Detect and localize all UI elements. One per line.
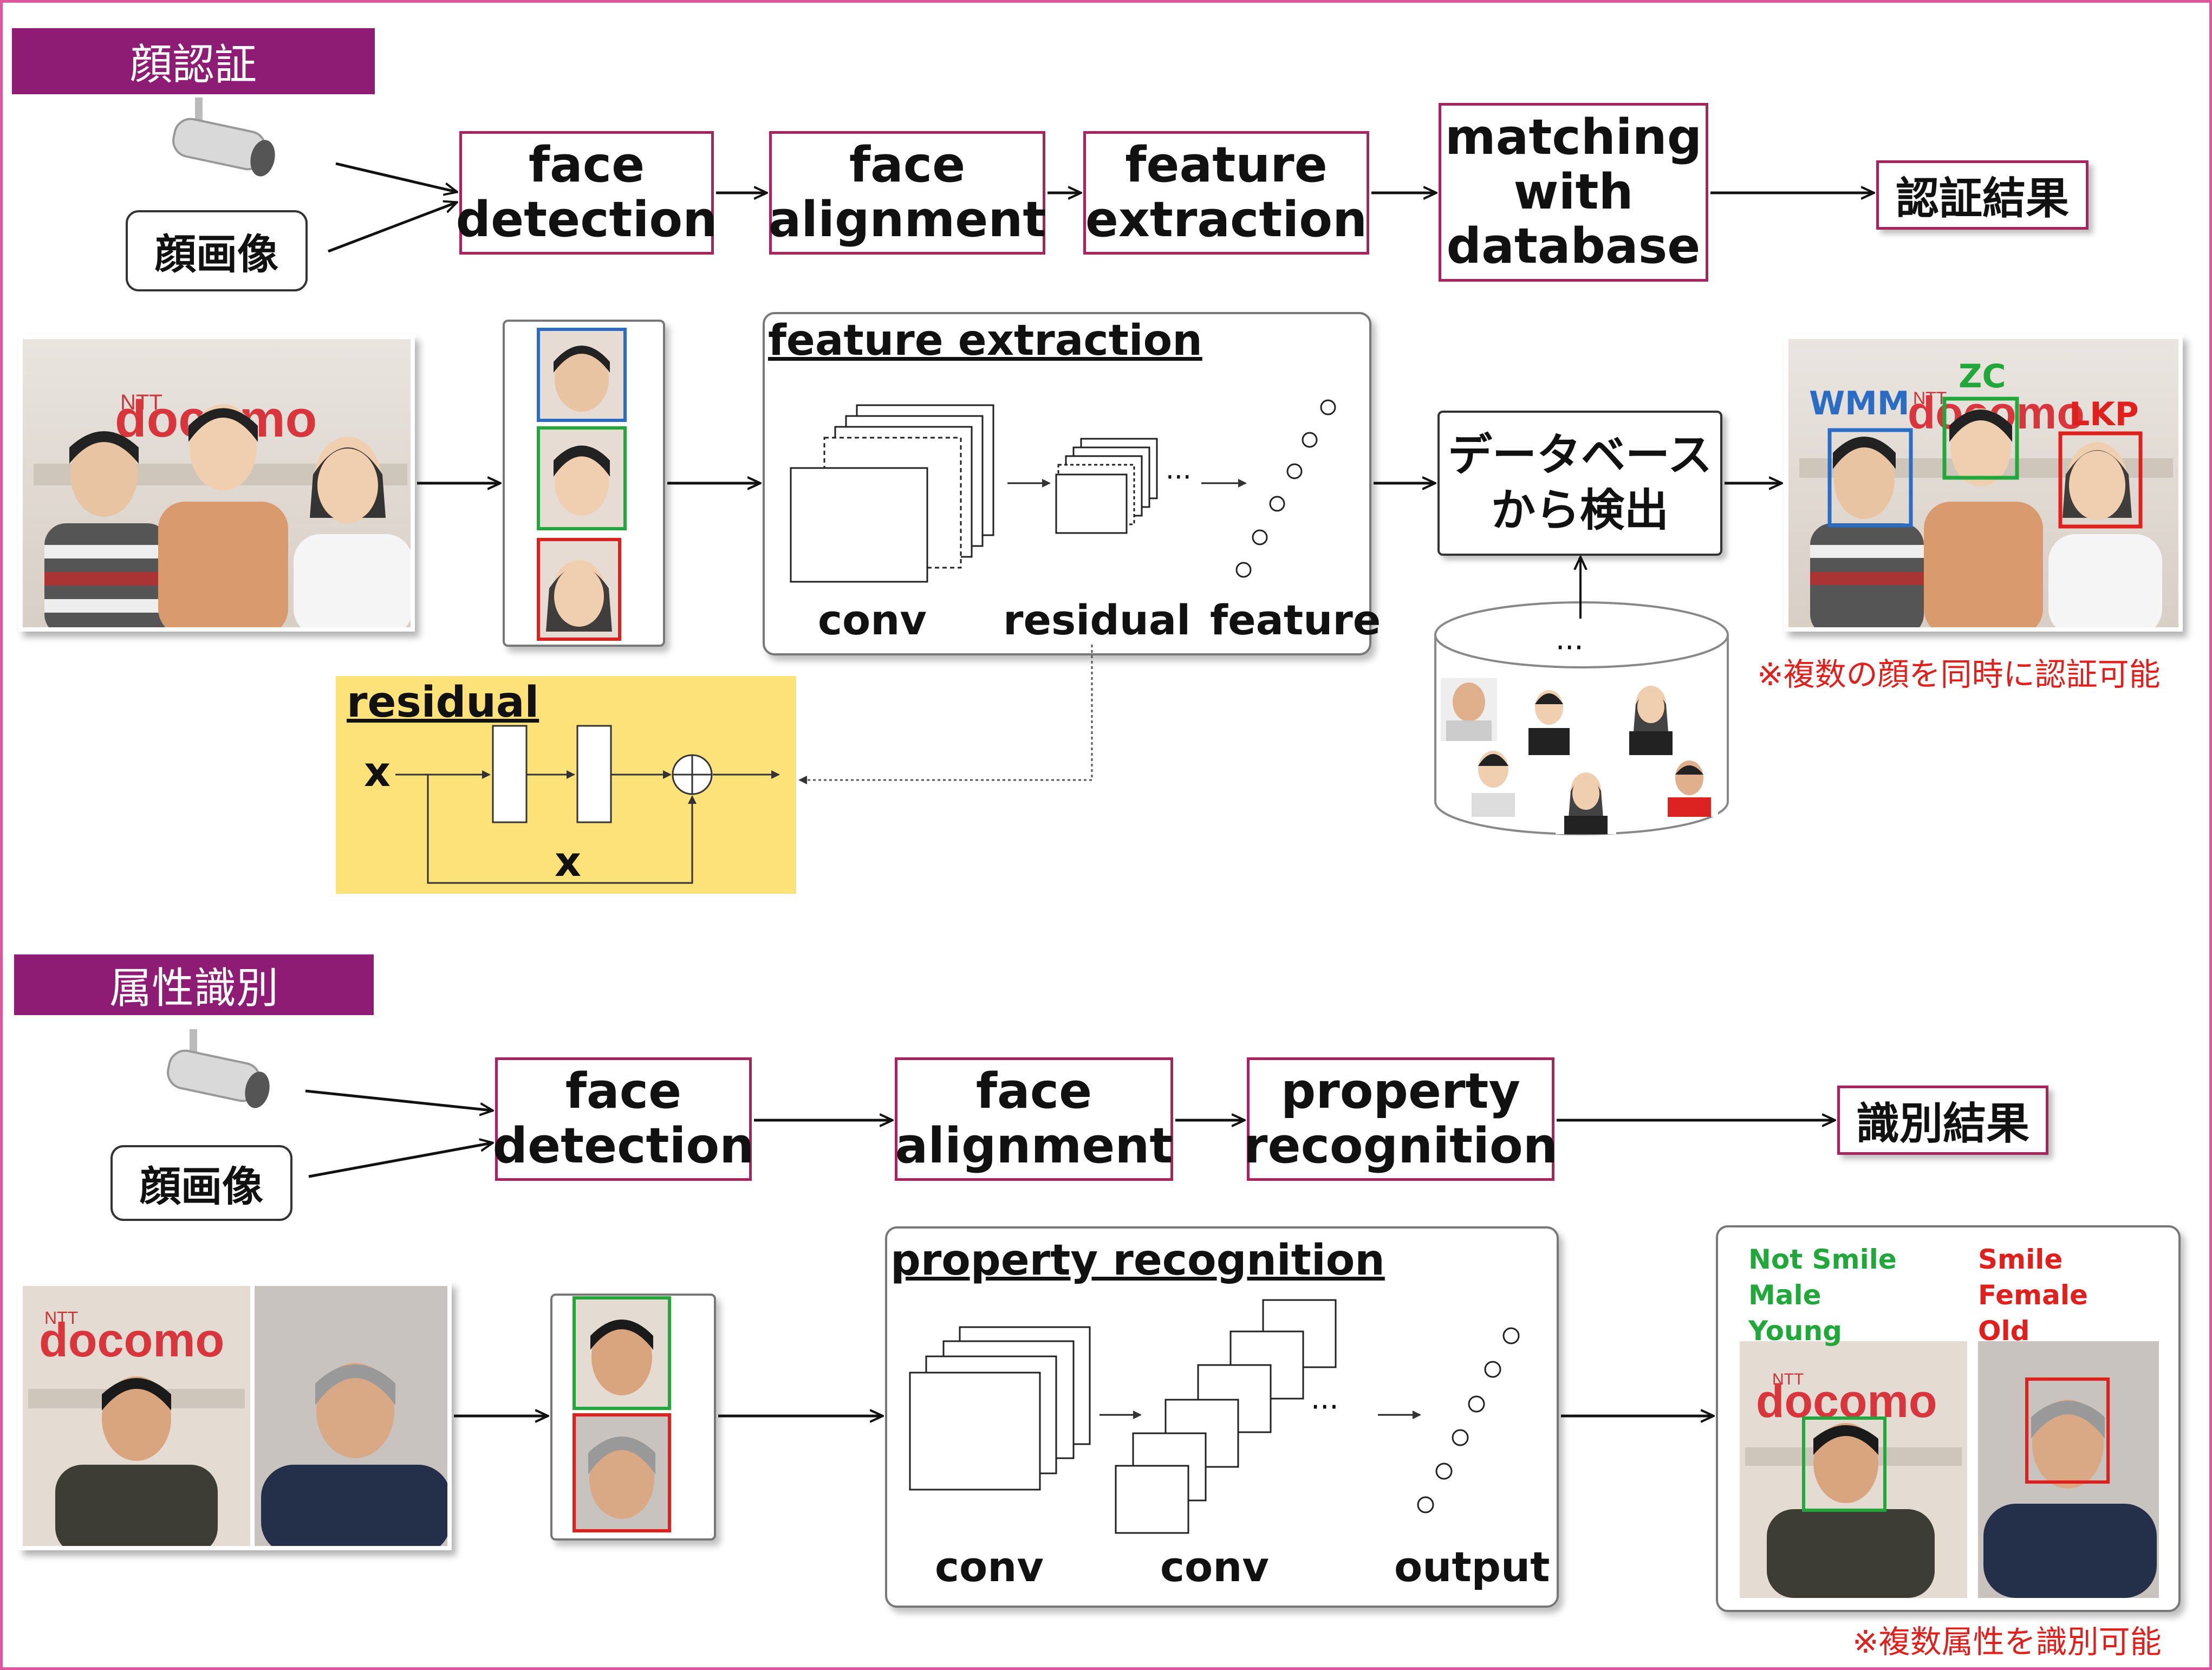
result-identify: 識別結果 [1837,1086,2048,1155]
input-face-image-label: 顔画像 [126,210,308,291]
name-label-zc: ZC [1959,358,2006,395]
name-label-wmm: WMM [1809,385,1910,423]
feature-ellipsis: ··· [1166,462,1192,493]
property-ellipsis: ··· [1311,1390,1339,1424]
step-feature-extraction: feature extraction [1083,131,1369,255]
cropped-faces-panel [503,320,665,647]
section-banner-face-auth: 顔認証 [12,28,375,94]
name-label-lkp: LKP [2069,395,2139,433]
conv-label-2: conv [1160,1543,1269,1591]
section-banner-attribute: 属性識別 [14,954,374,1015]
residual-title: residual [347,678,539,727]
input-face-image-label-2: 顔画像 [110,1145,292,1221]
attributes-left: Not Smile Male Young [1748,1244,1897,1347]
database-search-box: データベース から検出 [1437,411,1722,556]
database-ellipsis: ··· [1556,631,1584,665]
auth-note: ※複数の顔を同時に認証可能 [1757,656,2161,693]
property-recognition-title: property recognition [890,1236,1385,1285]
docomo-logo: docomo [39,1313,224,1367]
step-face-alignment: face alignment [769,131,1046,255]
input-photo-2: NTT docomo [18,1282,452,1550]
step-face-detection: face detection [456,131,717,255]
residual-x-skip: x [555,837,582,886]
group-photo: NTT docomo [18,335,415,632]
cropped-faces-panel-2 [550,1294,716,1541]
conv-label: conv [818,596,927,644]
attributes-right: Smile Female Old [1978,1244,2088,1347]
result-auth: 認証結果 [1876,160,2089,230]
residual-x-input: x [364,748,391,796]
identify-note: ※複数属性を識別可能 [1852,1623,2162,1660]
residual-label: residual [1003,596,1191,644]
conv-label-1: conv [935,1543,1044,1591]
ntt-logo: NTT [1913,388,1947,408]
output-label: output [1394,1543,1550,1591]
step-face-alignment-2: face alignment [895,1057,1173,1181]
feature-extraction-title: feature extraction [768,316,1202,365]
step-property-recognition: property recognition [1244,1057,1558,1181]
ntt-logo: NTT [120,391,162,414]
step-matching-with-database: matching with database [1439,103,1708,282]
ntt-logo: NTT [44,1308,78,1328]
step-face-detection-2: face detection [493,1057,754,1181]
auth-result-photo: NTT docomo [1784,335,2183,632]
feature-label: feature [1210,596,1381,644]
